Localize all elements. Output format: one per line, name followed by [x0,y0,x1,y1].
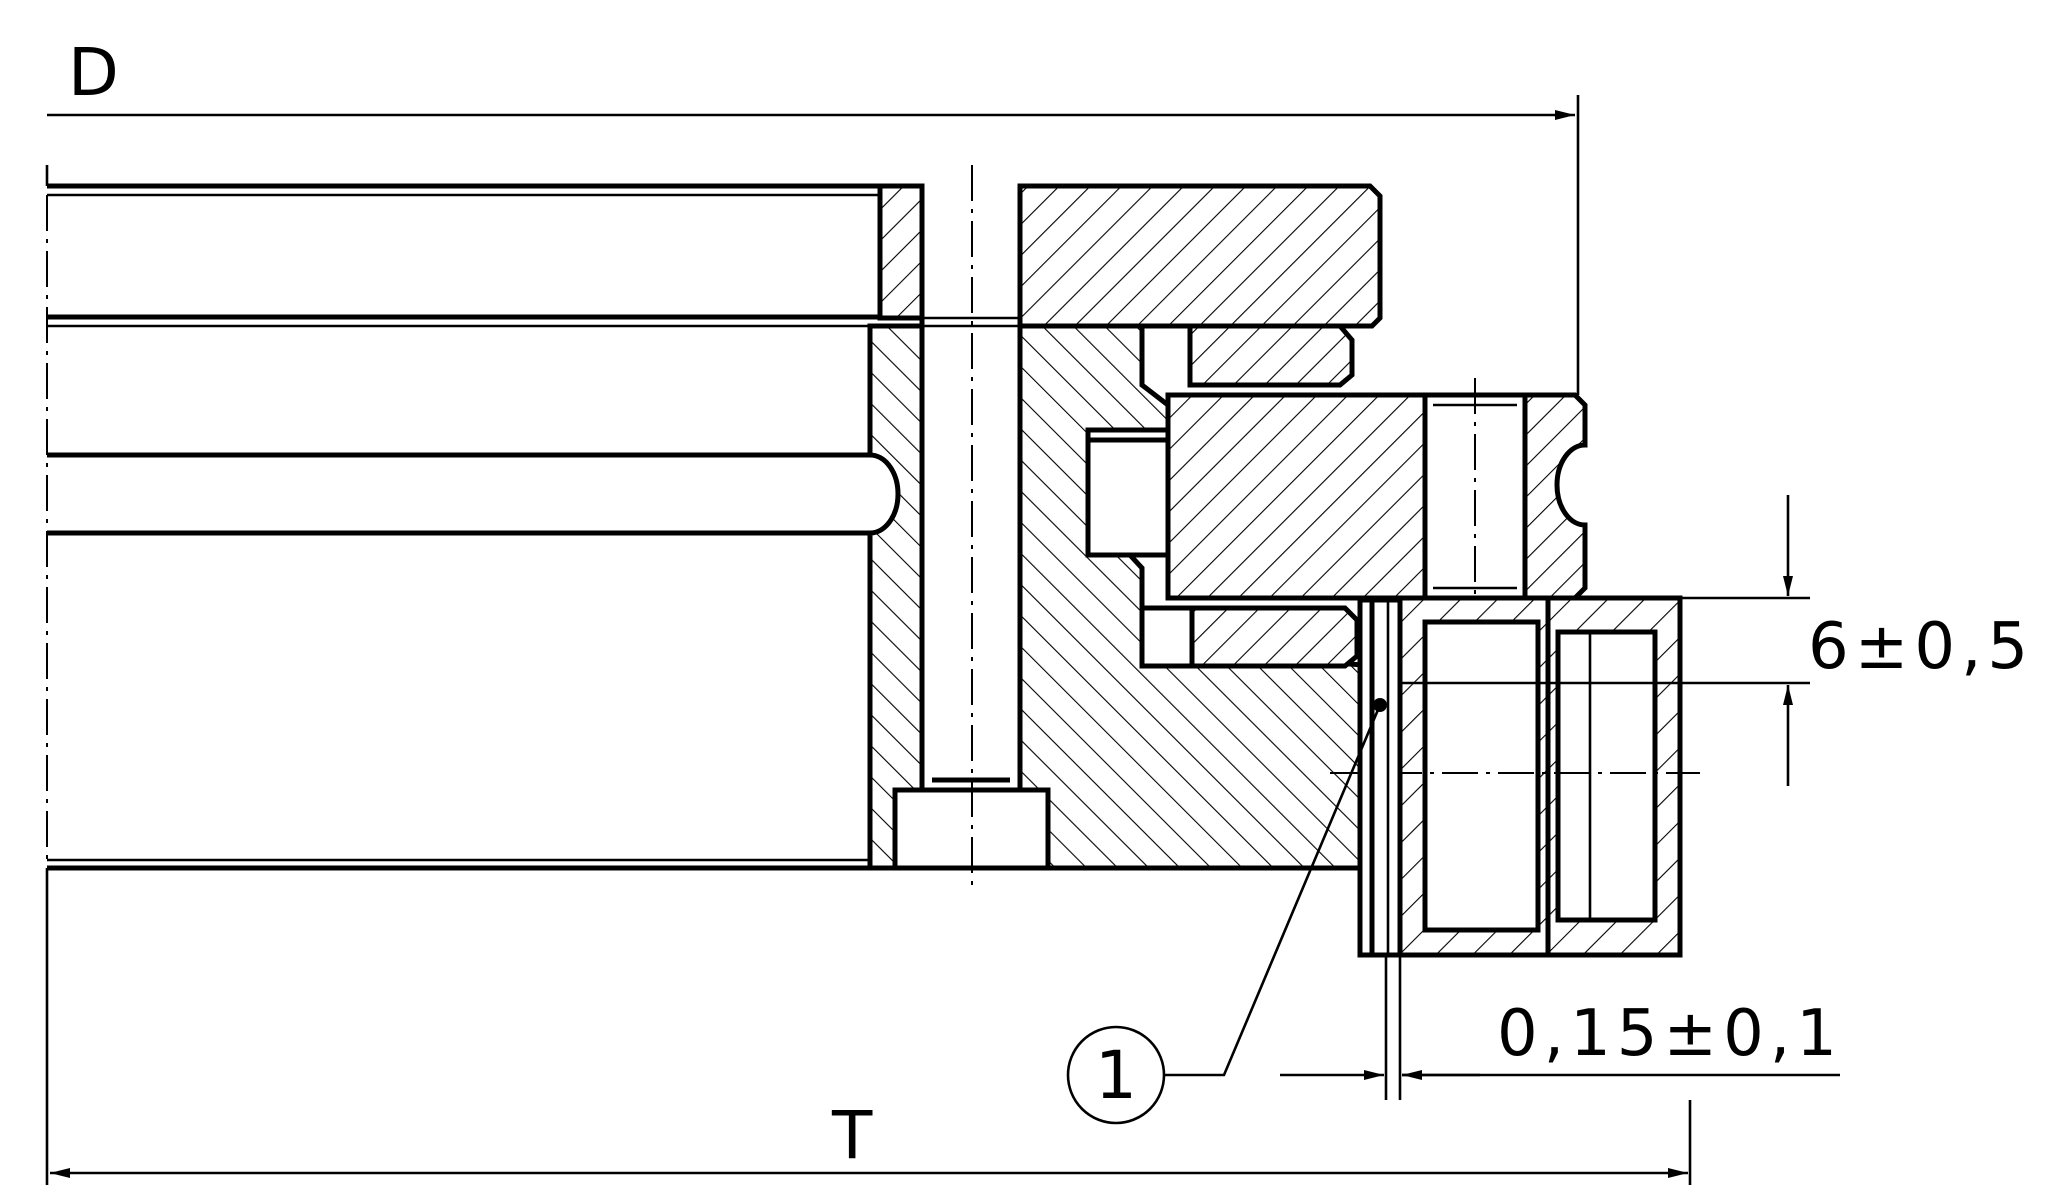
inner-ring-main [1017,323,1378,871]
dimension-t: T [50,1097,1692,1185]
lower-gap-block [1139,605,1195,669]
dimension-d: D [47,34,1580,395]
bolt-bore [919,186,1023,868]
upper-seal-ring [1187,323,1355,388]
top-flange-left [877,183,925,321]
dimension-radial: 0,15±0,1 [1280,955,1843,1100]
axial-tolerance-label: 6±0,5 [1808,610,2034,684]
callout-1-label: 1 [1095,1037,1137,1114]
dimension-d-label: D [68,34,119,111]
follower-cavity-left [1422,619,1541,933]
dimension-t-label: T [831,1097,873,1174]
ring-outline [45,165,880,1185]
top-flange-right [1017,183,1383,329]
inner-ring-left [867,323,925,871]
follower-cavity-right [1555,629,1658,923]
radial-tolerance-label: 0,15±0,1 [1497,997,1843,1071]
upper-roller [1085,437,1171,558]
shim-strip [1357,597,1403,958]
callout-1: 1 [1066,698,1387,1125]
dimension-axial: 6±0,5 [1400,495,2034,786]
lower-seal-ring [1189,605,1360,669]
